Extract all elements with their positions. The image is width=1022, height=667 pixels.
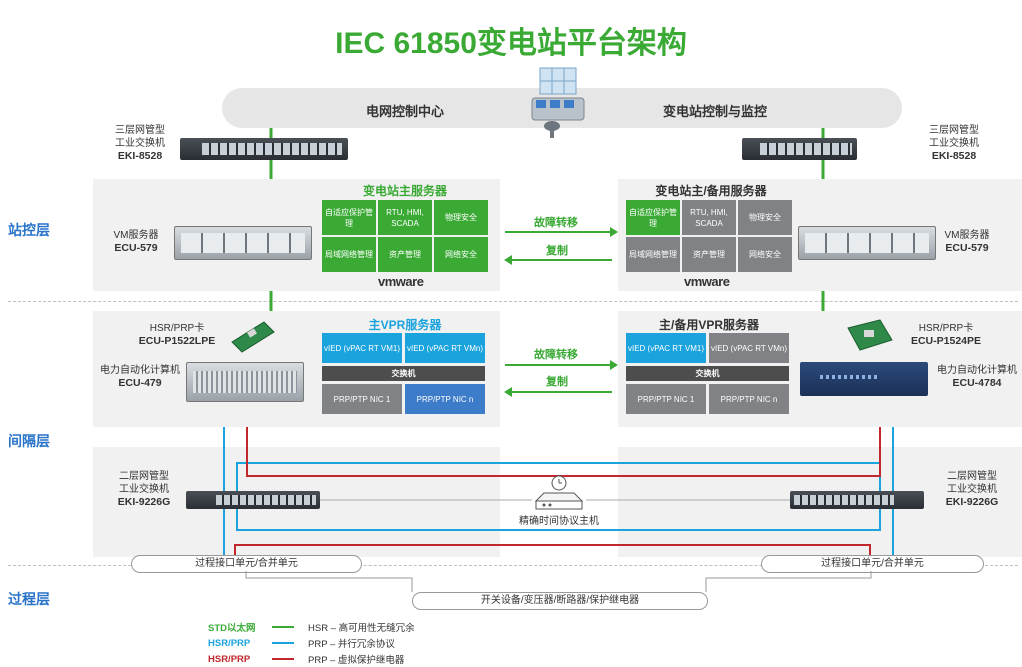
asset-management-cell: 资产管理 [378,237,432,272]
layer-bay-label: 间隔层 [8,433,50,449]
legend-std-ethernet: STD以太网 [208,623,256,634]
failover-label-bay: 故障转移 [534,349,578,361]
left-vpr-title: 主VPR服务器 [368,318,442,332]
top-left-switch-label: 三层网管型 工业交换机 EKI-8528 [110,124,170,163]
divider-bay-process [8,565,1018,566]
switch-type-line2: 工业交换机 [929,138,979,149]
page-title: IEC 61850变电站平台架构 [335,27,687,60]
right-vied-1: vIED (vPAC RT VM1) [626,333,706,363]
divider-station-bay [8,301,1018,302]
left-vm-server-label: VM服务器 ECU-579 [113,230,159,254]
right-server-grid: 自适应保护管理 RTU, HMI, SCADA 物理安全 局域网络管理 资产管理… [626,200,792,272]
legend-green-line [272,626,294,628]
legend-row-std: STD以太网 HSR – 高可用性无缝冗余 [208,619,468,635]
switch-type-line2: 工业交换机 [115,138,165,149]
right-hsr-card-label: HSR/PRP卡 ECU-P1524PE [910,323,982,347]
right-vied-n: vIED (vPAC RT VMn) [709,333,789,363]
legend-row-blue: HSR/PRP PRP – 并行冗余协议 [208,635,468,651]
network-security-cell: 网络安全 [738,237,792,272]
legend-hsr-prp-blue: HSR/PRP [208,637,251,649]
vmware-logo-left: vmware [378,274,424,289]
lan-management-cell: 局域网络管理 [322,237,376,272]
right-nic-1: PRP/PTP NIC 1 [626,384,706,414]
left-automation-pc-image [186,362,304,402]
switch-model: EKI-8528 [931,150,977,162]
hsr-card-icon-left [231,321,275,353]
physical-security-cell: 物理安全 [434,200,488,235]
asset-management-cell: 资产管理 [682,237,736,272]
left-hsr-card-label: HSR/PRP卡 ECU-P1522LPE [138,323,216,347]
replicate-label-bay: 复制 [546,376,568,388]
network-security-cell: 网络安全 [434,237,488,272]
legend-row-red: HSR/PRP PRP – 虚拟保护继电器 [208,651,468,667]
right-vm-server-label: VM服务器 ECU-579 [944,230,990,254]
left-vied-n: vIED (vPAC RT VMn) [405,333,485,363]
hsr-card-icon-right [847,319,893,351]
field-devices-box: 开关设备/变压器/断路器/保护继电器 [412,592,708,610]
layer-process-label: 过程层 [8,591,50,607]
left-main-server-title: 变电站主服务器 [362,184,447,198]
legend-hsr-prp-red: HSR/PRP [208,653,251,665]
vmware-logo-right: vmware [684,274,730,289]
rtu-hmi-scada-cell: RTU, HMI, SCADA [682,200,736,235]
control-room-icon [531,67,585,138]
left-server-grid: 自适应保护管理 RTU, HMI, SCADA 物理安全 局域网络管理 资产管理… [322,200,488,272]
substation-control-label: 变电站控制与监控 [662,104,767,119]
ptp-master-label: 精确时间协议主机 [519,516,599,527]
right-backup-server-title: 变电站主/备用服务器 [655,184,767,198]
grid-control-center-label: 电网控制中心 [365,104,444,119]
right-nic-n: PRP/PTP NIC n [709,384,789,414]
legend-vpr-desc: PRP – 虚拟保护继电器 [308,655,405,666]
l3-switch-right [742,138,857,160]
ptp-clock-icon [534,475,584,510]
failover-label-station: 故障转移 [534,217,578,229]
l2-switch-left [186,491,320,509]
right-vm-server-image [798,226,936,260]
left-l2-switch-label: 二层网管型 工业交换机 EKI-9226G [117,471,171,508]
left-vm-server-image [174,226,312,260]
right-vpr-title: 主/备用VPR服务器 [658,318,759,332]
legend-red-line [272,658,294,660]
right-l2-switch-label: 二层网管型 工业交换机 EKI-9226G [945,471,999,508]
right-pc-label: 电力自动化计算机 ECU-4784 [937,365,1017,389]
left-vied-1: vIED (vPAC RT VM1) [322,333,402,363]
merging-unit-right: 过程接口单元/合并单元 [761,555,984,573]
layer-station-label: 站控层 [8,222,50,238]
left-nic-1: PRP/PTP NIC 1 [322,384,402,414]
physical-security-cell: 物理安全 [738,200,792,235]
legend-hsr-desc: HSR – 高可用性无缝冗余 [308,623,415,634]
left-vpr-switch: 交换机 [322,366,485,381]
switch-model: EKI-8528 [117,150,163,162]
switch-type-line1: 三层网管型 [115,125,165,136]
right-automation-pc-image [800,362,928,396]
adaptive-protection-cell: 自适应保护管理 [322,200,376,235]
left-pc-label: 电力自动化计算机 ECU-479 [100,365,180,389]
replicate-label-station: 复制 [546,245,568,257]
legend-prp-desc: PRP – 并行冗余协议 [308,639,395,650]
legend-blue-line [272,642,294,644]
right-vpr-switch: 交换机 [626,366,789,381]
lan-management-cell: 局域网络管理 [626,237,680,272]
rtu-hmi-scada-cell: RTU, HMI, SCADA [378,200,432,235]
legend: STD以太网 HSR – 高可用性无缝冗余 HSR/PRP PRP – 并行冗余… [208,619,468,667]
left-nic-n: PRP/PTP NIC n [405,384,485,414]
switch-type-line1: 三层网管型 [929,125,979,136]
top-right-switch-label: 三层网管型 工业交换机 EKI-8528 [924,124,984,163]
l3-switch-left [180,138,348,160]
l2-switch-right [790,491,924,509]
adaptive-protection-cell: 自适应保护管理 [626,200,680,235]
